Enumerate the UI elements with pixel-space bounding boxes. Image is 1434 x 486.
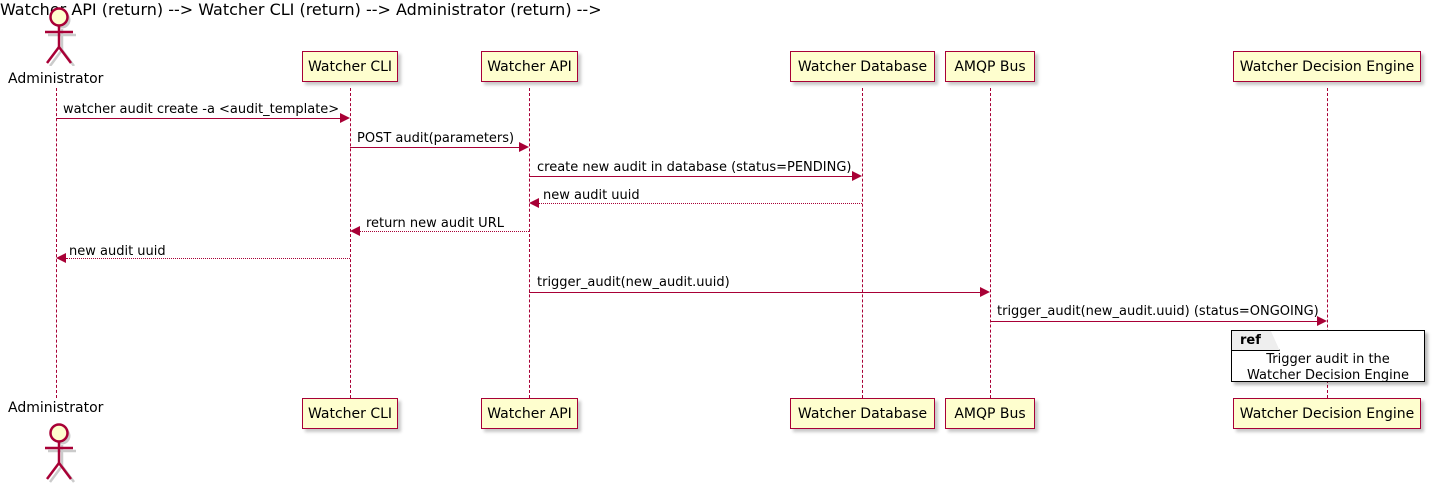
participant-label-watcher-database-top: Watcher Database <box>797 58 928 75</box>
actor-label-administrator-bottom: Administrator <box>8 400 104 416</box>
message-line-4 <box>360 231 529 232</box>
message-line-6 <box>529 292 980 293</box>
message-line-5 <box>66 258 350 259</box>
ref-fragment: ref Trigger audit in the Watcher Decisio… <box>1231 330 1425 384</box>
actor-figure-icon <box>45 7 76 67</box>
participant-label-decision-engine-bottom: Watcher Decision Engine <box>1239 405 1415 422</box>
participant-box-amqp-bus-top[interactable]: AMQP Bus <box>945 51 1035 82</box>
participant-label-watcher-api-bottom: Watcher API <box>487 405 572 422</box>
message-label-5: new audit uuid <box>69 244 166 259</box>
lifeline-watcher-api <box>529 88 530 398</box>
participant-box-decision-engine-top[interactable]: Watcher Decision Engine <box>1233 51 1421 82</box>
message-line-2 <box>529 176 852 177</box>
message-label-0: watcher audit create -a <audit_template> <box>63 102 340 117</box>
participant-label-watcher-database-bottom: Watcher Database <box>797 405 928 422</box>
participant-box-watcher-database-top[interactable]: Watcher Database <box>790 51 935 82</box>
ref-fragment-line-2: Watcher Decision Engine <box>1247 368 1409 383</box>
ref-fragment-line-1: Trigger audit in the <box>1266 352 1390 367</box>
participant-label-watcher-api-top: Watcher API <box>487 58 572 75</box>
participant-box-watcher-cli-top[interactable]: Watcher CLI <box>302 51 398 82</box>
message-arrowhead-0 <box>340 113 350 123</box>
lifeline-amqp-bus <box>990 88 991 398</box>
participant-box-watcher-database-bottom[interactable]: Watcher Database <box>790 398 935 429</box>
participant-label-watcher-cli-bottom: Watcher CLI <box>307 405 393 422</box>
ref-fragment-body: Trigger audit in the Watcher Decision En… <box>1232 352 1424 384</box>
participant-box-decision-engine-bottom[interactable]: Watcher Decision Engine <box>1233 398 1421 429</box>
participant-box-amqp-bus-bottom[interactable]: AMQP Bus <box>945 398 1035 429</box>
message-label-2: create new audit in database (status=PEN… <box>537 160 852 175</box>
participant-label-watcher-cli-top: Watcher CLI <box>307 58 393 75</box>
lifeline-administrator <box>56 88 57 398</box>
message-line-0 <box>56 118 340 119</box>
message-arrowhead-1 <box>519 142 529 152</box>
ref-fragment-tab-label: ref <box>1232 331 1280 351</box>
message-label-7: trigger_audit(new_audit.uuid) (status=ON… <box>997 304 1319 319</box>
message-label-4: return new audit URL <box>366 216 504 231</box>
participant-box-watcher-api-bottom[interactable]: Watcher API <box>481 398 578 429</box>
message-line-3 <box>539 203 862 204</box>
message-label-6: trigger_audit(new_audit.uuid) <box>537 275 730 290</box>
lifeline-decision-engine <box>1327 88 1328 398</box>
participant-box-watcher-cli-bottom[interactable]: Watcher CLI <box>302 398 398 429</box>
lifeline-watcher-database <box>862 88 863 398</box>
message-arrowhead-3 <box>529 198 539 208</box>
participant-box-watcher-api-top[interactable]: Watcher API <box>481 51 578 82</box>
participant-label-decision-engine-top: Watcher Decision Engine <box>1239 58 1415 75</box>
message-label-1: POST audit(parameters) <box>357 131 515 146</box>
message-line-1 <box>350 147 519 148</box>
actor-figure-icon <box>45 423 76 483</box>
actor-administrator-top <box>30 4 84 70</box>
participant-label-amqp-bus-top: AMQP Bus <box>954 58 1026 75</box>
message-arrowhead-6 <box>980 287 990 297</box>
actor-administrator-bottom <box>30 418 84 486</box>
message-label-3: new audit uuid <box>543 188 640 203</box>
participant-label-amqp-bus-bottom: AMQP Bus <box>954 405 1026 422</box>
message-arrowhead-2 <box>852 171 862 181</box>
actor-label-administrator-top: Administrator <box>8 71 104 87</box>
message-line-7 <box>990 321 1317 322</box>
message-arrowhead-5 <box>56 253 66 263</box>
lifeline-watcher-cli <box>350 88 351 398</box>
message-arrowhead-7 <box>1317 316 1327 326</box>
message-arrowhead-4 <box>350 226 360 236</box>
